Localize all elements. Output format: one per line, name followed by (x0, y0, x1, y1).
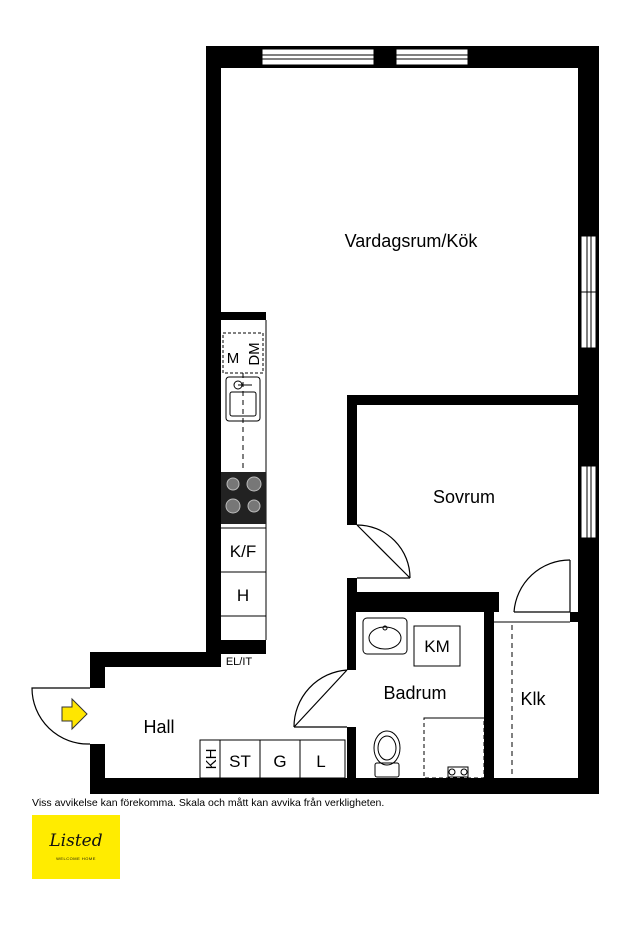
wall-bath-top (347, 592, 499, 612)
door-bedroom (356, 524, 411, 579)
wall-bath-left-lower (347, 727, 356, 787)
label-microwave: M (227, 350, 240, 367)
walls (90, 46, 599, 794)
shower-tap (447, 766, 469, 778)
room-living-kitchen: Vardagsrum/Kök (345, 231, 479, 251)
room-bathroom: Badrum (383, 683, 446, 703)
fixture-labels: M DM K/F H EL/IT KM KH ST G L (203, 342, 450, 771)
label-electrical: EL/IT (226, 656, 253, 668)
windows (261, 48, 597, 539)
toilet-tank (374, 762, 400, 778)
label-coat-rack: KH (203, 749, 220, 770)
label-washing-machine: KM (424, 637, 450, 656)
logo-tagline: WELCOME HOME (56, 856, 96, 861)
wall-bedroom-left-upper (347, 395, 357, 525)
window-right-lower (580, 465, 597, 539)
room-labels: Vardagsrum/Kök Sovrum Badrum Hall Klk (143, 231, 546, 737)
label-fridge-freezer: K/F (230, 542, 256, 561)
room-closet: Klk (520, 689, 546, 709)
door-entrance (31, 687, 91, 745)
room-hall: Hall (143, 717, 174, 737)
wall-closet-top-right (570, 612, 599, 622)
washing-machine-box (413, 625, 461, 667)
disclaimer-text: Viss avvikelse kan förekomma. Skala och … (32, 797, 385, 809)
wall-bath-right (484, 592, 494, 787)
label-dishwasher: DM (246, 342, 263, 365)
window-top-right (395, 48, 469, 66)
sink (225, 376, 261, 422)
toilet-bowl (373, 730, 401, 766)
bathroom-fixtures (362, 617, 485, 779)
label-storage-st: ST (229, 752, 251, 771)
stove (221, 472, 266, 524)
wall-elit-cab (206, 640, 266, 654)
label-storage-g: G (273, 752, 286, 771)
wall-left-upper (206, 46, 221, 654)
wall-right (578, 46, 599, 794)
wall-kitchen-top (206, 312, 266, 320)
listed-logo: Listed WELCOME HOME (32, 815, 120, 879)
washbasin (362, 617, 408, 655)
wall-bedroom-top (347, 395, 578, 405)
wall-bottom (90, 778, 599, 794)
wall-hall-top (90, 652, 221, 667)
room-bedroom: Sovrum (433, 487, 495, 507)
window-top-left (261, 48, 375, 66)
label-cabinet-h: H (237, 586, 249, 605)
shower-area (423, 717, 485, 779)
wall-bath-left-upper (347, 592, 356, 670)
hall-storage (199, 739, 346, 779)
logo-word: Listed (49, 831, 103, 851)
wall-hall-left-top (90, 652, 105, 688)
doors (31, 524, 571, 745)
door-bathroom (293, 669, 348, 728)
label-storage-l: L (316, 752, 325, 771)
entry-arrow-icon (61, 697, 88, 731)
